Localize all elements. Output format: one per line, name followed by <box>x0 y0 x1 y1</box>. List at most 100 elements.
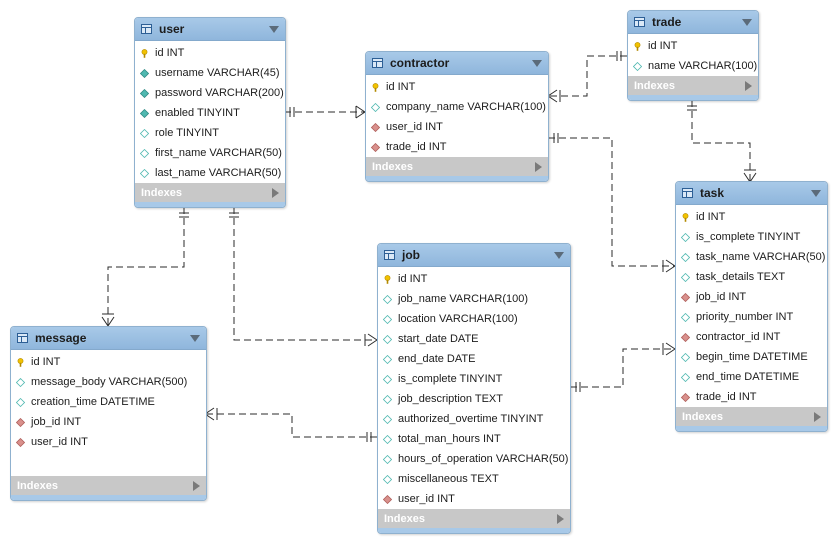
column-row[interactable]: id INT <box>676 207 827 227</box>
column-row[interactable]: message_body VARCHAR(500) <box>11 372 206 392</box>
column-row[interactable]: job_name VARCHAR(100) <box>378 289 570 309</box>
column-row[interactable]: is_complete TINYINT <box>676 227 827 247</box>
column-label: creation_time DATETIME <box>31 396 155 408</box>
column-row[interactable]: company_name VARCHAR(100) <box>366 97 548 117</box>
primary-key-icon <box>633 41 642 51</box>
column-label: id INT <box>386 81 416 93</box>
column-row[interactable]: creation_time DATETIME <box>11 392 206 412</box>
collapse-caret-icon[interactable] <box>532 59 542 67</box>
column-row[interactable]: trade_id INT <box>366 137 548 157</box>
column-row[interactable]: id INT <box>135 43 285 63</box>
table-icon <box>141 24 152 34</box>
column-row[interactable]: total_man_hours INT <box>378 429 570 449</box>
column-row[interactable]: contractor_id INT <box>676 327 827 347</box>
expand-arrow-icon[interactable] <box>535 161 542 172</box>
table-footer <box>11 495 206 500</box>
column-row[interactable]: begin_time DATETIME <box>676 347 827 367</box>
column-row[interactable]: id INT <box>11 352 206 372</box>
one-marker <box>616 51 622 61</box>
one-marker <box>575 382 581 392</box>
column-row[interactable]: is_complete TINYINT <box>378 369 570 389</box>
column-row[interactable]: user_id INT <box>378 489 570 509</box>
table-header[interactable]: contractor <box>366 52 548 75</box>
rel-trade-task <box>691 100 751 182</box>
column-label: job_name VARCHAR(100) <box>398 293 529 305</box>
column-row[interactable]: end_time DATETIME <box>676 367 827 387</box>
column-row[interactable]: last_name VARCHAR(50) <box>135 163 285 183</box>
table-footer <box>676 426 827 431</box>
indexes-section[interactable]: Indexes <box>135 183 285 202</box>
indexes-section[interactable]: Indexes <box>11 476 206 495</box>
expand-arrow-icon[interactable] <box>272 187 279 198</box>
table-header[interactable]: trade <box>628 11 758 34</box>
column-label: id INT <box>31 356 61 368</box>
many-marker <box>662 259 676 273</box>
nullable-column-icon <box>140 168 149 178</box>
column-label: user_id INT <box>31 436 88 448</box>
indexes-section[interactable]: Indexes <box>366 157 548 176</box>
expand-arrow-icon[interactable] <box>814 411 821 422</box>
many-marker <box>662 342 676 356</box>
column-row[interactable]: password VARCHAR(200) <box>135 83 285 103</box>
column-row[interactable]: role TINYINT <box>135 123 285 143</box>
table-header[interactable]: user <box>135 18 285 41</box>
expand-arrow-icon[interactable] <box>193 480 200 491</box>
column-label: start_date DATE <box>398 333 479 345</box>
one-marker <box>687 105 697 111</box>
column-row[interactable]: id INT <box>366 77 548 97</box>
indexes-section[interactable]: Indexes <box>378 509 570 528</box>
column-row[interactable]: job_id INT <box>676 287 827 307</box>
column-row[interactable]: location VARCHAR(100) <box>378 309 570 329</box>
table-header[interactable]: message <box>11 327 206 350</box>
column-row[interactable]: name VARCHAR(100) <box>628 56 758 76</box>
table-message[interactable]: message id INT message_body VARCHAR(500) c… <box>10 326 207 501</box>
table-icon <box>682 188 693 198</box>
column-label: location VARCHAR(100) <box>398 313 518 325</box>
column-row[interactable]: start_date DATE <box>378 329 570 349</box>
column-row[interactable]: task_name VARCHAR(50) <box>676 247 827 267</box>
column-label: job_description TEXT <box>398 393 503 405</box>
collapse-caret-icon[interactable] <box>811 189 821 197</box>
column-list: id INT company_name VARCHAR(100)user_id I… <box>366 75 548 157</box>
column-row[interactable]: username VARCHAR(45) <box>135 63 285 83</box>
column-row[interactable]: job_description TEXT <box>378 389 570 409</box>
column-row[interactable]: trade_id INT <box>676 387 827 407</box>
collapse-caret-icon[interactable] <box>269 25 279 33</box>
expand-arrow-icon[interactable] <box>557 513 564 524</box>
table-header[interactable]: job <box>378 244 570 267</box>
column-row[interactable]: enabled TINYINT <box>135 103 285 123</box>
table-footer <box>628 95 758 100</box>
collapse-caret-icon[interactable] <box>554 251 564 259</box>
column-row[interactable]: miscellaneous TEXT <box>378 469 570 489</box>
column-row[interactable]: priority_number INT <box>676 307 827 327</box>
nullable-column-icon <box>681 352 690 362</box>
column-row[interactable]: user_id INT <box>366 117 548 137</box>
column-row[interactable]: first_name VARCHAR(50) <box>135 143 285 163</box>
column-row[interactable]: job_id INT <box>11 412 206 432</box>
one-marker <box>366 432 372 442</box>
table-header[interactable]: task <box>676 182 827 205</box>
column-row[interactable]: hours_of_operation VARCHAR(50) <box>378 449 570 469</box>
table-contractor[interactable]: contractor id INT company_name VARCHAR(10… <box>365 51 549 182</box>
column-row[interactable]: authorized_overtime TINYINT <box>378 409 570 429</box>
rel-user-job <box>233 207 377 341</box>
column-row[interactable]: end_date DATE <box>378 349 570 369</box>
foreign-key-icon <box>681 292 690 302</box>
column-label: end_date DATE <box>398 353 476 365</box>
indexes-label: Indexes <box>634 79 675 92</box>
nullable-column-icon <box>681 232 690 242</box>
column-row[interactable]: id INT <box>378 269 570 289</box>
column-row[interactable]: id INT <box>628 36 758 56</box>
column-row[interactable]: user_id INT <box>11 432 206 452</box>
collapse-caret-icon[interactable] <box>190 334 200 342</box>
table-job[interactable]: job id INT job_name VARCHAR(100) location … <box>377 243 571 534</box>
indexes-section[interactable]: Indexes <box>676 407 827 426</box>
column-row[interactable]: task_details TEXT <box>676 267 827 287</box>
indexes-section[interactable]: Indexes <box>628 76 758 95</box>
expand-arrow-icon[interactable] <box>745 80 752 91</box>
collapse-caret-icon[interactable] <box>742 18 752 26</box>
table-title: user <box>159 22 185 36</box>
